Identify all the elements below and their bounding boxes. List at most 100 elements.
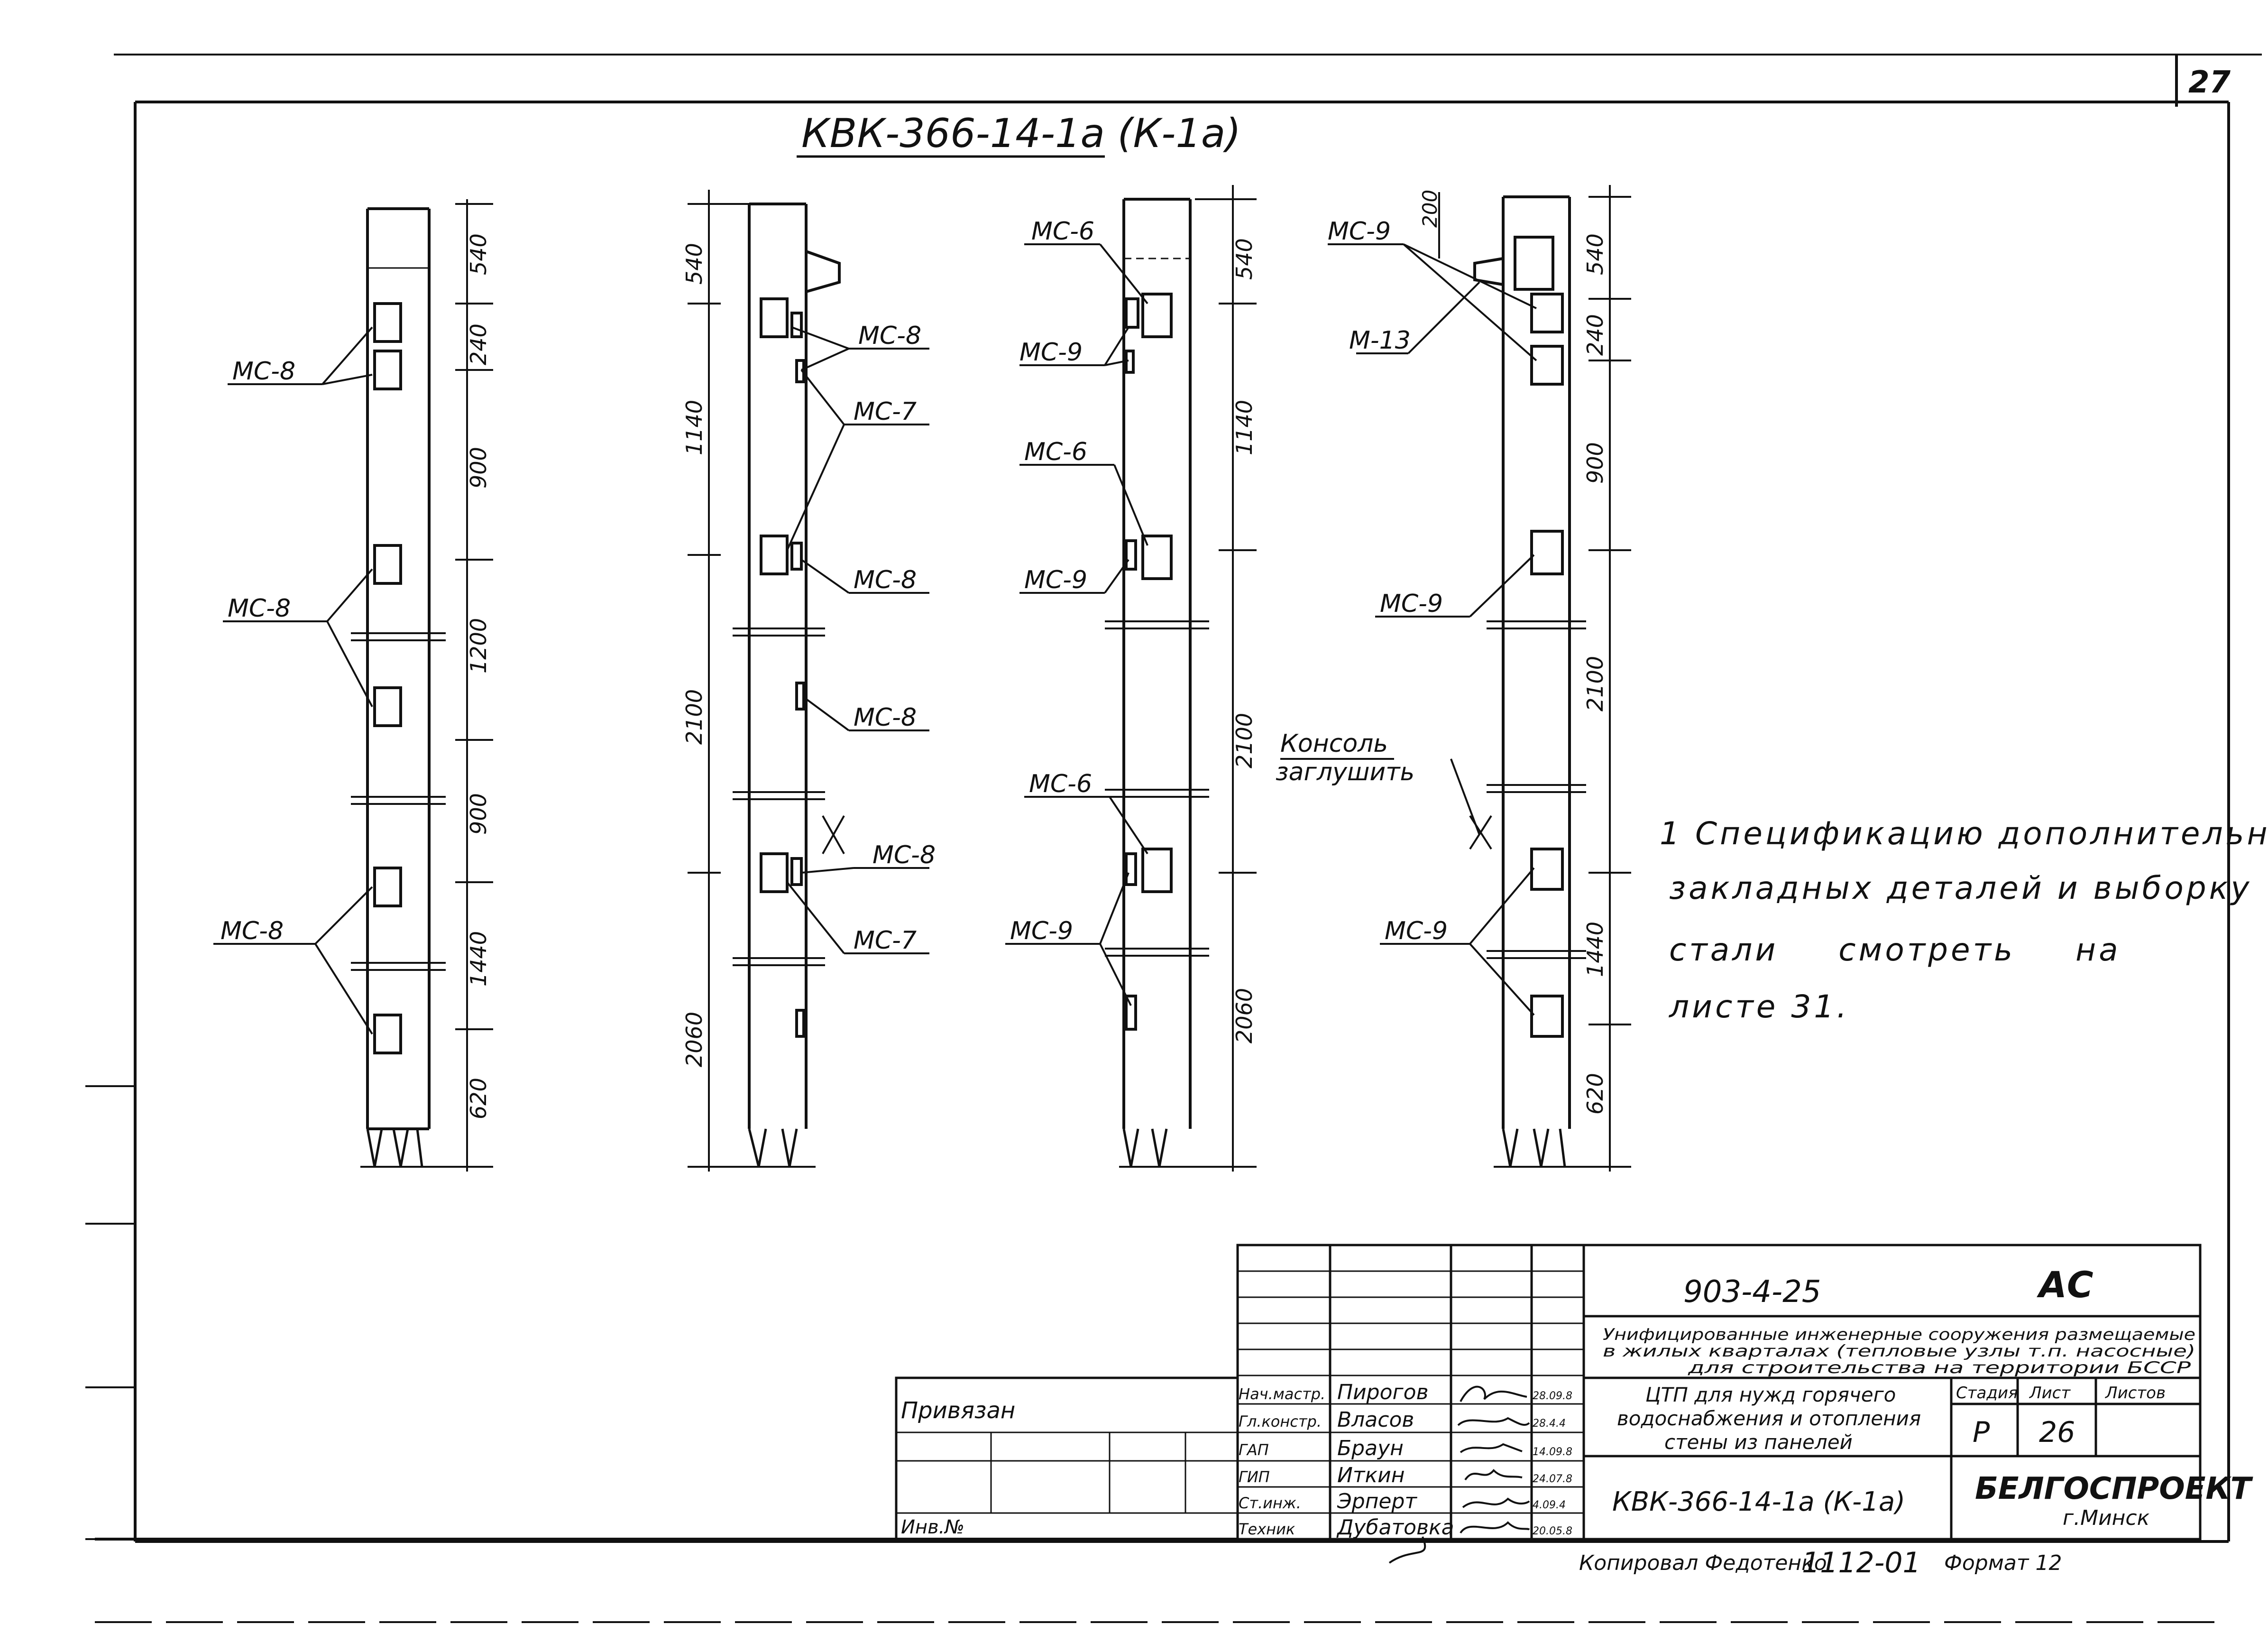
dimension-line — [1438, 185, 1631, 1172]
city: г.Минск — [2063, 1506, 2150, 1530]
embedded-plate — [1514, 236, 1564, 1038]
embedded-plate — [1125, 293, 1173, 1031]
part-label: заглушить — [1276, 758, 1414, 786]
signature-name: Дубатовка — [1336, 1515, 1454, 1540]
note: 1 Спецификацию дополнительных закладных … — [1660, 815, 2268, 1025]
panel-mark: КВК-366-14-1а (К-1а) — [1612, 1486, 1905, 1517]
sheet-number: 27 — [2188, 65, 2231, 100]
dimension-label: 2060 — [681, 1012, 707, 1067]
mark: АС — [2037, 1264, 2094, 1306]
dimension-label: 240 — [1582, 314, 1608, 356]
stage-value: Р — [1973, 1416, 1990, 1449]
dimension-label: 1440 — [1582, 922, 1608, 977]
signature-role: Техник — [1239, 1520, 1295, 1538]
project-title: для строительства на территории БССР — [1688, 1358, 2191, 1377]
dimension-label: 540 — [681, 243, 707, 285]
dimension-label: 540 — [1582, 233, 1608, 275]
part-label: МС-8 — [854, 566, 917, 594]
embedded-plate — [373, 302, 402, 1054]
format-label: Формат 12 — [1944, 1551, 2062, 1575]
inv-label: Инв.№ — [901, 1516, 964, 1538]
panel-2: 540 1140 2100 2060 МС-8 МС-7 МС-8 МС-8 М… — [681, 190, 936, 1172]
copy-number: 1112-01 — [1802, 1546, 1921, 1579]
part-label: МС-9 — [1010, 917, 1073, 945]
dimension-label: 620 — [466, 1078, 491, 1119]
dimension-label: 240 — [466, 323, 491, 365]
signature-date: 14.09.8 — [1533, 1446, 1572, 1458]
embedded-plate — [760, 297, 805, 1038]
leader-line — [786, 326, 929, 954]
part-label: МС-9 — [1019, 338, 1083, 367]
signature-role: ГИП — [1239, 1468, 1270, 1486]
break-line — [733, 628, 845, 966]
part-label: МС-6 — [1031, 217, 1094, 246]
signature-role: Ст.инж. — [1239, 1494, 1301, 1512]
note-line: листе 31. — [1668, 988, 1849, 1025]
part-label: МС-9 — [1385, 917, 1448, 945]
column-header: Листов — [2104, 1384, 2166, 1403]
dimension-label: 1200 — [466, 618, 491, 674]
copied-by: Копировал Федотенко — [1579, 1551, 1827, 1575]
column-header: Лист — [2029, 1384, 2071, 1403]
part-label: МС-9 — [1024, 566, 1087, 594]
dimension-label: 620 — [1582, 1073, 1608, 1115]
dimension-label: 900 — [466, 447, 491, 489]
leader-line — [1005, 243, 1148, 1006]
panel-1: 540 240 900 1200 900 1440 620 МС-8 МС-8 … — [213, 199, 493, 1172]
part-label: МС-7 — [854, 926, 917, 955]
note-line: 1 Спецификацию дополнительных — [1660, 815, 2268, 852]
note-line: закладных деталей и выборку — [1669, 870, 2252, 906]
break-line — [1469, 620, 1586, 959]
bound-label: Привязан — [901, 1397, 1015, 1424]
leader-line — [213, 326, 373, 1035]
dimension-line — [1119, 185, 1257, 1172]
drawing-title: КВК-366-14-1а (К-1а) — [801, 110, 1241, 157]
part-label: МС-8 — [872, 841, 936, 869]
dimension-label: 900 — [1582, 442, 1608, 484]
title-block: 903-4-25 АС Унифицированные инженерные с… — [95, 1244, 2253, 1579]
part-label: МС-9 — [1380, 590, 1443, 618]
part-label: МС-6 — [1029, 770, 1092, 798]
dimension-label: 2100 — [681, 689, 707, 745]
signature-name: Иткин — [1337, 1463, 1405, 1487]
part-label: МС-8 — [854, 703, 917, 732]
signature-date: 20.05.8 — [1533, 1525, 1572, 1537]
project-title: Унифицированные инженерные сооружения ра… — [1603, 1325, 2195, 1344]
dimension-label: 200 — [1418, 190, 1442, 228]
part-label: Консоль — [1280, 729, 1388, 758]
part-label: МС-8 — [228, 594, 291, 623]
signature-date: 28.09.8 — [1533, 1390, 1572, 1402]
dimension-label: 540 — [466, 233, 491, 275]
signature-name: Эрперт — [1337, 1489, 1417, 1514]
part-label: МС-9 — [1328, 217, 1391, 246]
dimension-label: 900 — [466, 793, 491, 835]
part-label: МС-6 — [1024, 438, 1087, 466]
signature-date: 4.09.4 — [1533, 1499, 1566, 1511]
signature-role: ГАП — [1239, 1441, 1269, 1459]
signature-role: Гл.констр. — [1239, 1412, 1322, 1431]
signature-role: Нач.мастр. — [1239, 1385, 1325, 1403]
break-line — [351, 632, 446, 971]
part-label: МС-8 — [858, 322, 921, 350]
dimension-label: 2100 — [1582, 656, 1608, 711]
sheet-value: 26 — [2039, 1416, 2075, 1449]
dimension-label: 1140 — [681, 400, 707, 455]
signature-name: Пирогов — [1337, 1380, 1429, 1404]
dimension-line — [360, 199, 493, 1172]
dimension-label: 1440 — [466, 931, 491, 987]
sheet-frame — [85, 54, 2262, 1623]
dimension-label: 540 — [1231, 238, 1257, 280]
signature-date: 24.07.8 — [1533, 1473, 1572, 1485]
dimension-label: 1140 — [1231, 400, 1257, 455]
signature-name: Браун — [1337, 1436, 1404, 1460]
signature-rows: Нач.мастр. Пирогов 28.09.8 Гл.констр. Вл… — [1239, 1380, 1572, 1540]
part-label: МС-8 — [232, 357, 295, 386]
organization: БЕЛГОСПРОЕКТ — [1975, 1471, 2253, 1506]
signature-date: 28.4.4 — [1533, 1418, 1566, 1430]
column-header: Стадия — [1956, 1384, 2018, 1403]
panel-3: 540 1140 2100 2060 МС-6 МС-9 МС-6 МС-9 М… — [1005, 185, 1257, 1172]
signature-name: Власов — [1337, 1408, 1414, 1432]
panel-4: 200 540 240 900 2100 1440 620 МС-9 М-13 … — [1276, 185, 1631, 1172]
sheet-title: ЦТП для нужд горячего — [1645, 1383, 1896, 1406]
